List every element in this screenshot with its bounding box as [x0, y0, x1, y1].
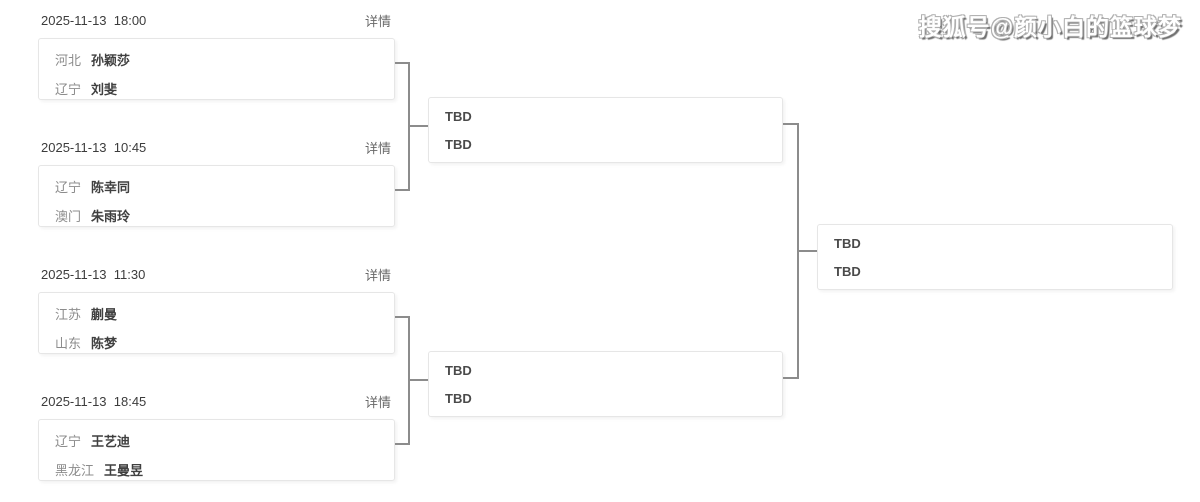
player-name: 陈梦 — [91, 336, 118, 351]
match-unit-4: 2025-11-13 18:45 详情 辽宁 王艺迪 黑龙江 王曼昱 — [38, 391, 395, 481]
player-name: 蒯曼 — [91, 307, 118, 322]
player-name: 刘斐 — [91, 82, 118, 97]
player-row: 黑龙江 王曼昱 — [55, 456, 378, 485]
player-region: 山东 — [55, 336, 82, 351]
player-name: 王艺迪 — [91, 434, 131, 449]
bracket-connector — [395, 443, 410, 445]
bracket-connector — [783, 123, 799, 125]
match-card: 江苏 蒯曼 山东 陈梦 — [38, 292, 395, 354]
player-region: 澳门 — [55, 209, 82, 224]
player-region: 辽宁 — [55, 180, 82, 195]
player-name: 孙颖莎 — [91, 53, 131, 68]
bracket-connector — [395, 316, 410, 318]
match-card: 辽宁 王艺迪 黑龙江 王曼昱 — [38, 419, 395, 481]
player-name: 朱雨玲 — [91, 209, 131, 224]
bracket-connector — [408, 125, 428, 127]
match-header: 2025-11-13 10:45 详情 — [38, 137, 395, 157]
match-datetime: 2025-11-13 10:45 — [41, 139, 147, 155]
match-card: 辽宁 陈幸同 澳门 朱雨玲 — [38, 165, 395, 227]
watermark: 搜狐号@颜小白的篮球梦 — [918, 14, 1182, 40]
bracket-connector — [395, 62, 410, 64]
match-unit-2: 2025-11-13 10:45 详情 辽宁 陈幸同 澳门 朱雨玲 — [38, 137, 395, 227]
match-datetime: 2025-11-13 18:45 — [41, 393, 147, 409]
match-details-link[interactable]: 详情 — [364, 140, 391, 156]
match-details-link[interactable]: 详情 — [364, 394, 391, 410]
bracket-connector — [783, 377, 799, 379]
player-row: 河北 孙颖莎 — [55, 46, 378, 75]
match-unit-1: 2025-11-13 18:00 详情 河北 孙颖莎 辽宁 刘斐 — [38, 10, 395, 100]
tbd-slot: TBD — [445, 363, 472, 378]
match-details-link[interactable]: 详情 — [364, 13, 391, 29]
match-details-link[interactable]: 详情 — [364, 267, 391, 283]
bracket-connector — [408, 379, 428, 381]
tbd-slot: TBD — [445, 109, 472, 124]
player-region: 辽宁 — [55, 434, 82, 449]
match-card: 河北 孙颖莎 辽宁 刘斐 — [38, 38, 395, 100]
final-card: TBD TBD — [817, 224, 1173, 290]
player-row: 江苏 蒯曼 — [55, 300, 378, 329]
bracket-connector — [797, 250, 817, 252]
player-name: 陈幸同 — [91, 180, 131, 195]
player-region: 辽宁 — [55, 82, 82, 97]
player-row: 辽宁 王艺迪 — [55, 427, 378, 456]
player-row: 山东 陈梦 — [55, 329, 378, 358]
match-datetime: 2025-11-13 11:30 — [41, 266, 146, 282]
tbd-slot: TBD — [834, 236, 861, 251]
match-header: 2025-11-13 18:45 详情 — [38, 391, 395, 411]
tbd-slot: TBD — [445, 391, 472, 406]
player-row: 辽宁 刘斐 — [55, 75, 378, 104]
match-header: 2025-11-13 18:00 详情 — [38, 10, 395, 30]
bracket-connector — [395, 189, 410, 191]
player-row: 辽宁 陈幸同 — [55, 173, 378, 202]
semifinal-card-1: TBD TBD — [428, 97, 783, 163]
match-datetime: 2025-11-13 18:00 — [41, 12, 147, 28]
player-region: 江苏 — [55, 307, 82, 322]
tbd-slot: TBD — [834, 264, 861, 279]
match-unit-3: 2025-11-13 11:30 详情 江苏 蒯曼 山东 陈梦 — [38, 264, 395, 354]
tbd-slot: TBD — [445, 137, 472, 152]
player-region: 黑龙江 — [55, 463, 95, 478]
match-header: 2025-11-13 11:30 详情 — [38, 264, 395, 284]
player-name: 王曼昱 — [104, 463, 144, 478]
player-row: 澳门 朱雨玲 — [55, 202, 378, 231]
semifinal-card-2: TBD TBD — [428, 351, 783, 417]
player-region: 河北 — [55, 53, 82, 68]
